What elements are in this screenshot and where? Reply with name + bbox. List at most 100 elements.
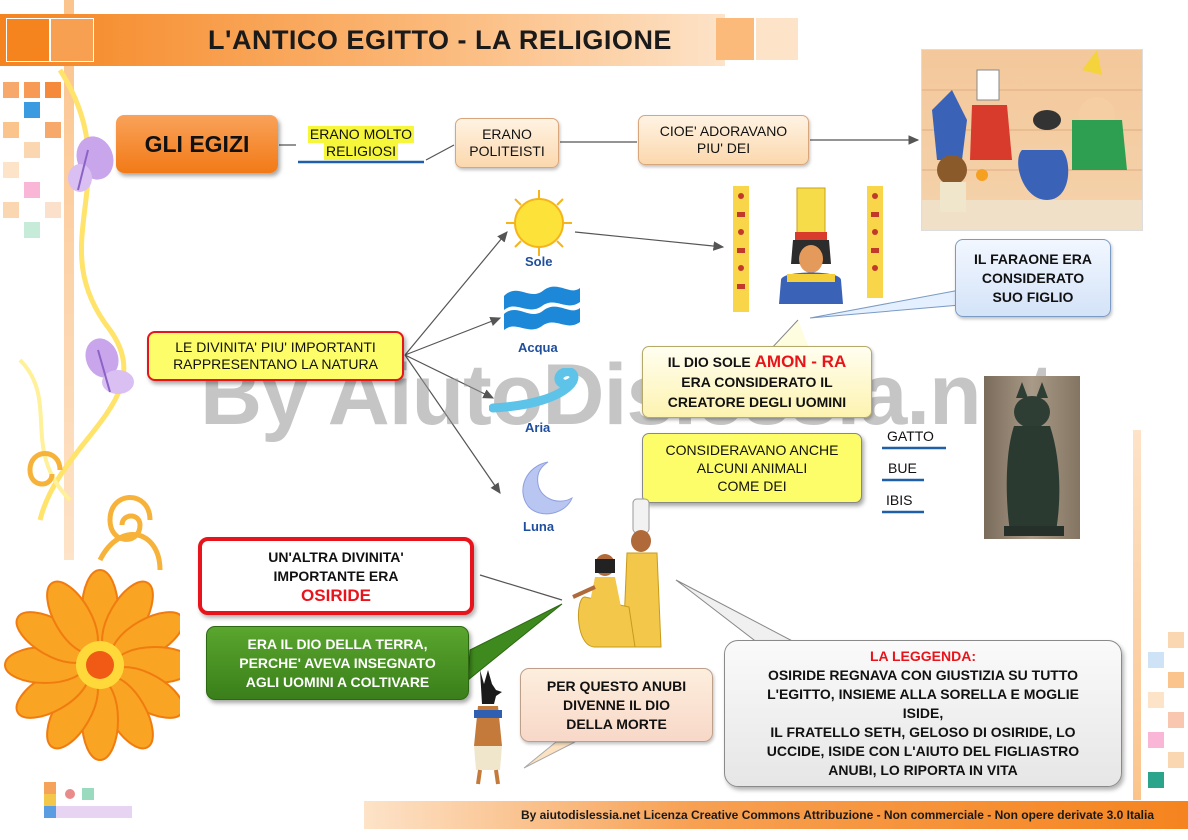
cat-statue-image — [984, 376, 1080, 539]
node-amon: IL DIO SOLE AMON - RA ERA CONSIDERATO IL… — [642, 346, 872, 418]
deco-square — [45, 122, 61, 138]
animal-gatto: GATTO — [887, 428, 934, 444]
node-animali-line-3: COME DEI — [717, 478, 787, 494]
node-politeisti-line-2: POLITEISTI — [469, 143, 545, 159]
node-leggenda: LA LEGGENDA: OSIRIDE REGNAVA CON GIUSTIZ… — [724, 640, 1122, 787]
pharaoh-illustration — [733, 186, 883, 312]
deco-square — [24, 222, 40, 238]
node-leggenda-line-5: UCCIDE, ISIDE CON L'AIUTO DEL FIGLIASTRO — [766, 743, 1080, 759]
node-leggenda-line-6: ANUBI, LO RIPORTA IN VITA — [828, 762, 1018, 778]
node-egizi-text: GLI EGIZI — [144, 131, 250, 157]
gods-drawing — [922, 50, 1142, 230]
node-amon-line-1: IL DIO SOLE AMON - RA — [668, 352, 846, 372]
node-religiosi: ERANO MOLTO RELIGIOSI — [298, 124, 424, 162]
deco-square — [1168, 712, 1184, 728]
label-luna: Luna — [523, 519, 555, 534]
deco-square — [1148, 652, 1164, 668]
deco-square — [1148, 692, 1164, 708]
left-decorations — [4, 68, 180, 761]
deco-square — [3, 202, 19, 218]
footer-bar — [364, 801, 1188, 829]
node-anubi-line-2: DIVENNE IL DIO — [562, 696, 671, 713]
node-dei-line-2: PIU' DEI — [696, 140, 751, 156]
deco-square — [1168, 752, 1184, 768]
deco-square — [24, 142, 40, 158]
header-square-3 — [716, 18, 754, 60]
node-animali-line-1: CONSIDERAVANO ANCHE — [665, 442, 839, 458]
page-title: L'ANTICO EGITTO - LA RELIGIONE — [208, 25, 672, 55]
sun-icon — [506, 190, 572, 256]
node-animali: CONSIDERAVANO ANCHE ALCUNI ANIMALI COME … — [642, 433, 862, 503]
header-bar — [0, 14, 725, 66]
butterfly-icon — [85, 338, 134, 394]
aiutodislessia-logo — [44, 782, 132, 818]
node-religiosi-line-1: ERANO MOLTO — [307, 126, 415, 143]
node-figlio-line-2: CONSIDERATO — [981, 269, 1085, 286]
node-anubi-line-3: DELLA MORTE — [566, 715, 667, 732]
node-amon-name: AMON - RA — [754, 352, 847, 371]
node-egizi: GLI EGIZI — [116, 115, 278, 173]
node-natura-line-1: LE DIVINITA' PIU' IMPORTANTI — [175, 339, 376, 355]
spiral-icon — [27, 451, 163, 571]
node-leggenda-title: LA LEGGENDA: — [869, 648, 977, 664]
air-icon — [489, 368, 579, 413]
node-terra-line-1: ERA IL DIO DELLA TERRA, — [247, 635, 428, 652]
node-leggenda-line-3: ISIDE, — [902, 705, 944, 721]
header-square-1 — [6, 18, 50, 62]
right-stripe — [1133, 430, 1141, 800]
deco-square — [24, 182, 40, 198]
node-osiride-line-2: IMPORTANTE ERA — [273, 567, 399, 584]
deco-square — [3, 82, 19, 98]
node-dei: CIOE' ADORAVANO PIU' DEI — [638, 115, 809, 165]
node-leggenda-line-1: OSIRIDE REGNAVA CON GIUSTIZIA SU TUTTO — [767, 667, 1079, 683]
header-square-4 — [756, 18, 798, 60]
node-amon-prefix: IL DIO SOLE — [667, 354, 755, 370]
node-terra-line-2: PERCHE' AVEVA INSEGNATO — [239, 654, 436, 671]
anubis-illustration — [474, 670, 502, 785]
node-figlio-line-1: IL FARAONE ERA — [974, 250, 1092, 267]
node-politeisti-line-1: ERANO — [482, 126, 532, 142]
label-acqua: Acqua — [518, 340, 558, 355]
left-stripe — [64, 0, 74, 560]
deco-square — [24, 82, 40, 98]
node-religiosi-line-2: RELIGIOSI — [323, 143, 399, 160]
node-leggenda-line-4: IL FRATELLO SETH, GELOSO DI OSIRIDE, LO — [770, 724, 1076, 740]
deco-square — [1168, 672, 1184, 688]
deco-square — [3, 162, 19, 178]
node-politeisti: ERANO POLITEISTI — [455, 118, 559, 168]
node-terra-line-3: AGLI UOMINI A COLTIVARE — [245, 673, 430, 690]
flower-icon — [4, 569, 180, 761]
footer-license: By aiutodislessia.net Licenza Creative C… — [520, 808, 1154, 822]
node-osiride: UN'ALTRA DIVINITA' IMPORTANTE ERA OSIRID… — [198, 537, 474, 615]
label-sole: Sole — [525, 254, 553, 269]
deco-square — [1168, 632, 1184, 648]
deco-square — [1148, 732, 1164, 748]
deco-square — [1148, 772, 1164, 788]
node-amon-line-3: CREATORE DEGLI UOMINI — [667, 394, 847, 410]
node-natura: LE DIVINITA' PIU' IMPORTANTI RAPPRESENTA… — [147, 331, 404, 381]
header-square-2 — [50, 18, 94, 62]
node-osiride-name: OSIRIDE — [301, 585, 371, 605]
osiris-isis-illustration — [572, 498, 662, 648]
animal-ibis: IBIS — [886, 492, 913, 508]
node-natura-line-2: RAPPRESENTANO LA NATURA — [173, 356, 378, 372]
node-anubi: PER QUESTO ANUBI DIVENNE IL DIO DELLA MO… — [520, 668, 713, 742]
cat-statue-drawing — [1004, 382, 1064, 536]
deco-square — [3, 122, 19, 138]
deco-square — [24, 102, 40, 118]
deco-square — [45, 82, 61, 98]
node-animali-line-2: ALCUNI ANIMALI — [696, 460, 808, 476]
label-aria: Aria — [525, 420, 551, 435]
node-figlio: IL FARAONE ERA CONSIDERATO SUO FIGLIO — [955, 239, 1111, 317]
moon-icon — [522, 461, 573, 515]
animal-bue: BUE — [888, 460, 917, 476]
node-dei-line-1: CIOE' ADORAVANO — [659, 123, 788, 139]
node-anubi-line-1: PER QUESTO ANUBI — [546, 677, 687, 694]
deco-square — [45, 202, 61, 218]
node-amon-line-2: ERA CONSIDERATO IL — [681, 374, 833, 390]
node-osiride-line-1: UN'ALTRA DIVINITA' — [268, 548, 404, 565]
gods-illustration — [921, 49, 1143, 231]
butterfly-icon — [68, 136, 114, 192]
node-terra: ERA IL DIO DELLA TERRA, PERCHE' AVEVA IN… — [206, 626, 469, 700]
node-figlio-line-3: SUO FIGLIO — [992, 288, 1074, 305]
